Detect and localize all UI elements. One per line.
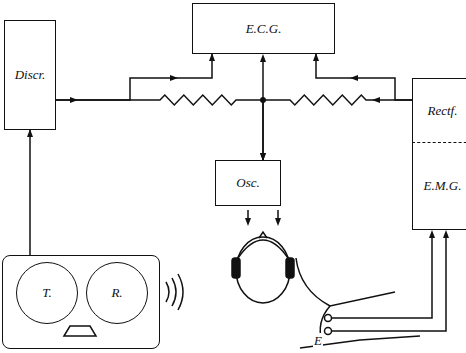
signal-line (56, 95, 263, 160)
nose (259, 232, 267, 238)
signal-line (56, 54, 212, 100)
electrode (325, 315, 332, 322)
box-label: E.M.G. (424, 178, 462, 194)
tape-reel: R. (86, 262, 148, 324)
box-label: Osc. (236, 175, 259, 191)
tape-recorder: T. R. (2, 255, 160, 349)
arm-outline (296, 258, 395, 306)
arrowhead (275, 218, 281, 226)
electrode-wire (332, 234, 446, 331)
sound-wave (166, 282, 169, 302)
arrowhead (245, 218, 251, 226)
sound-wave (172, 278, 176, 306)
signal-line (29, 130, 31, 255)
tape-reel: T. (16, 262, 78, 324)
earphone (232, 258, 240, 278)
box-label: R. (111, 285, 122, 301)
sound-wave (178, 274, 183, 310)
earphone (286, 258, 294, 278)
process-box: Rectf. (412, 78, 466, 143)
electrode (325, 328, 332, 335)
arrowhead (443, 230, 449, 238)
electrode-label: E (313, 333, 323, 349)
electrode-wire (332, 234, 432, 318)
box-label: E.C.G. (246, 21, 282, 37)
signal-line (263, 95, 412, 160)
arrowhead (429, 230, 435, 238)
box-label: T. (42, 285, 52, 301)
arrowhead (260, 54, 266, 62)
headphone-band (238, 240, 288, 258)
signal-line (316, 54, 412, 100)
process-box: E.C.G. (192, 3, 335, 54)
process-box: E.M.G. (412, 142, 466, 230)
tape-head (64, 326, 96, 336)
process-box: Osc. (215, 160, 281, 206)
head-outline (236, 237, 290, 303)
box-label: Rectf. (428, 103, 458, 119)
box-label: Discr. (15, 67, 46, 83)
process-box: Discr. (4, 20, 56, 130)
mix-line (262, 60, 264, 100)
